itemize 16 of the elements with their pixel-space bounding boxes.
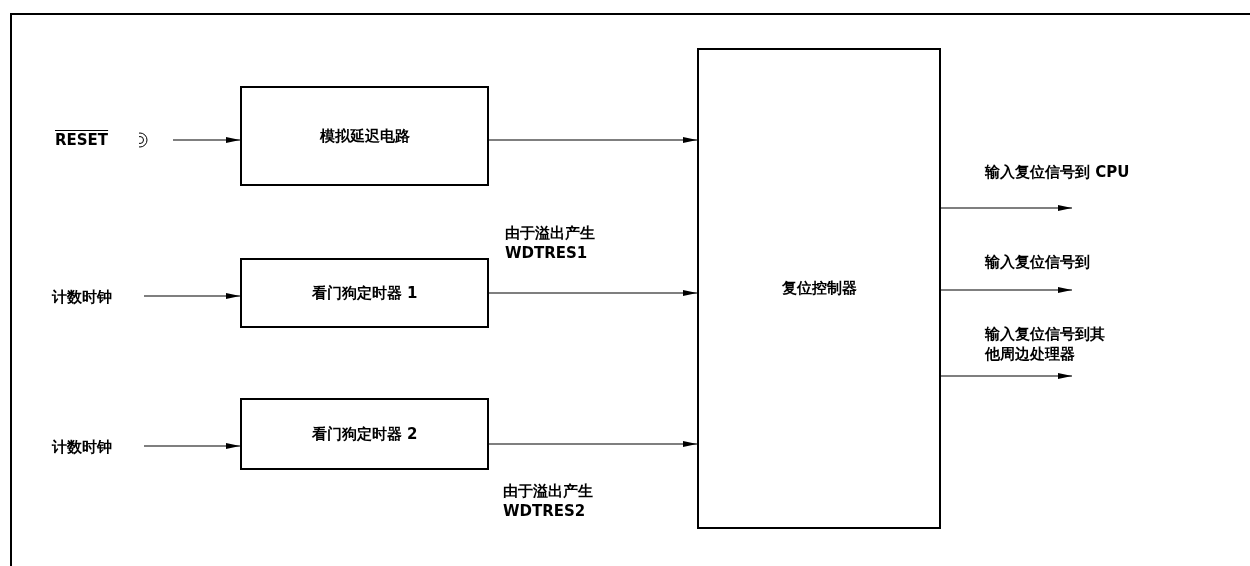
arrow bbox=[488, 137, 698, 143]
arrow bbox=[143, 293, 241, 299]
controller-box: 复位控制器 bbox=[697, 48, 941, 529]
input-label: 计数时钟 bbox=[52, 432, 144, 462]
arrow bbox=[488, 441, 698, 447]
arrow bbox=[940, 205, 1073, 211]
arrow bbox=[143, 443, 241, 449]
arrow bbox=[488, 290, 698, 296]
process-box: 模拟延迟电路 bbox=[240, 86, 489, 186]
process-box: 看门狗定时器 2 bbox=[240, 398, 489, 470]
signal-name: RESET bbox=[55, 131, 109, 149]
arrow bbox=[940, 373, 1073, 379]
arrow bbox=[940, 287, 1073, 293]
process-box: 看门狗定时器 1 bbox=[240, 258, 489, 328]
input-label: 计数时钟 bbox=[52, 282, 144, 312]
arrow bbox=[172, 137, 241, 143]
